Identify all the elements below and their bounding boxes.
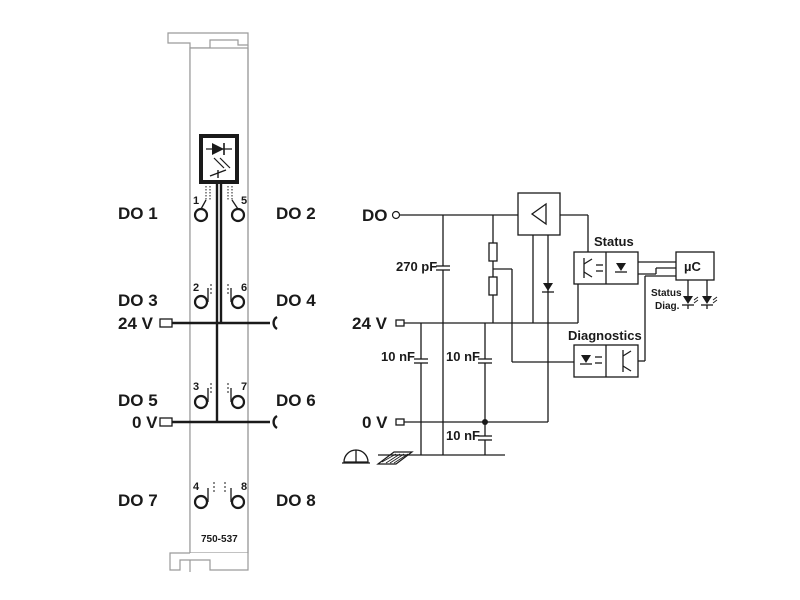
label-uc: µC bbox=[684, 259, 701, 274]
label-do2: DO 2 bbox=[276, 204, 316, 223]
pin-number: 7 bbox=[241, 381, 247, 393]
terminal-8 bbox=[230, 494, 246, 510]
label-status-led: Status bbox=[651, 288, 682, 299]
label-do5: DO 5 bbox=[118, 391, 158, 410]
pin-number: 2 bbox=[193, 282, 199, 294]
label-do4: DO 4 bbox=[276, 291, 316, 310]
label-24v-schematic: 24 V bbox=[352, 314, 388, 333]
label-270pf: 270 pF bbox=[396, 259, 437, 274]
label-0v-schematic: 0 V bbox=[362, 413, 388, 432]
label-do6: DO 6 bbox=[276, 391, 316, 410]
terminal-3 bbox=[193, 394, 209, 410]
label-10nf: 10 nF bbox=[446, 428, 480, 443]
label-10nf: 10 nF bbox=[381, 349, 415, 364]
terminal-5 bbox=[230, 207, 246, 223]
terminal-0v bbox=[159, 417, 173, 427]
circuit-schematic bbox=[378, 192, 718, 456]
pin-number: 8 bbox=[241, 481, 247, 493]
label-10nf: 10 nF bbox=[446, 349, 480, 364]
pin-number: 4 bbox=[193, 481, 200, 493]
terminal-0v-right bbox=[272, 414, 278, 430]
label-do: DO bbox=[362, 206, 388, 225]
label-0v: 0 V bbox=[132, 413, 158, 432]
label-status: Status bbox=[594, 234, 634, 249]
earth-ground-icon bbox=[342, 449, 370, 464]
terminal-6 bbox=[230, 294, 246, 310]
label-do3: DO 3 bbox=[118, 291, 158, 310]
pin-number: 5 bbox=[241, 195, 247, 207]
pin-number: 6 bbox=[241, 282, 247, 294]
opto-leads bbox=[205, 186, 233, 200]
terminal-24v-right bbox=[272, 315, 278, 331]
part-number: 750-537 bbox=[201, 534, 238, 545]
pin-number: 3 bbox=[193, 381, 199, 393]
terminal-4 bbox=[193, 494, 209, 510]
label-do1: DO 1 bbox=[118, 204, 158, 223]
label-diagnostics: Diagnostics bbox=[568, 328, 642, 343]
pin-number: 1 bbox=[193, 195, 199, 207]
label-do7: DO 7 bbox=[118, 491, 158, 510]
terminal-1 bbox=[193, 207, 209, 223]
label-24v: 24 V bbox=[118, 314, 154, 333]
label-do8: DO 8 bbox=[276, 491, 316, 510]
chassis-rail-icon bbox=[376, 451, 414, 465]
label-diag-led: Diag. bbox=[655, 301, 680, 312]
terminal-7 bbox=[230, 394, 246, 410]
terminal-24v bbox=[159, 318, 173, 328]
terminal-2 bbox=[193, 294, 209, 310]
optocoupler-icon bbox=[199, 134, 239, 184]
